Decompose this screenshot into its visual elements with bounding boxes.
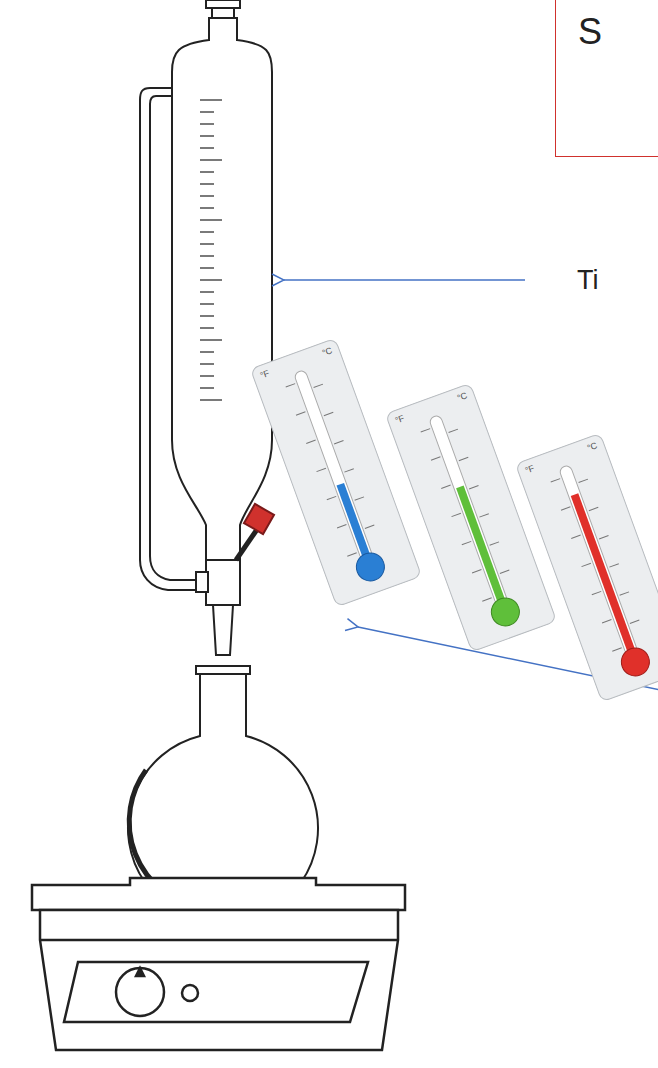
leader-arrow	[284, 279, 525, 281]
thermometer-art	[249, 337, 423, 608]
part-label: Ti	[577, 265, 599, 296]
thermometer: °F°C	[249, 337, 423, 608]
box-text: S	[578, 11, 602, 53]
callout-box: S	[555, 0, 658, 157]
hotplate-stirrer	[32, 878, 405, 1050]
dropping-funnel	[140, 0, 274, 655]
thermometer: °F°C	[384, 382, 558, 653]
thermometer-art	[384, 382, 558, 653]
